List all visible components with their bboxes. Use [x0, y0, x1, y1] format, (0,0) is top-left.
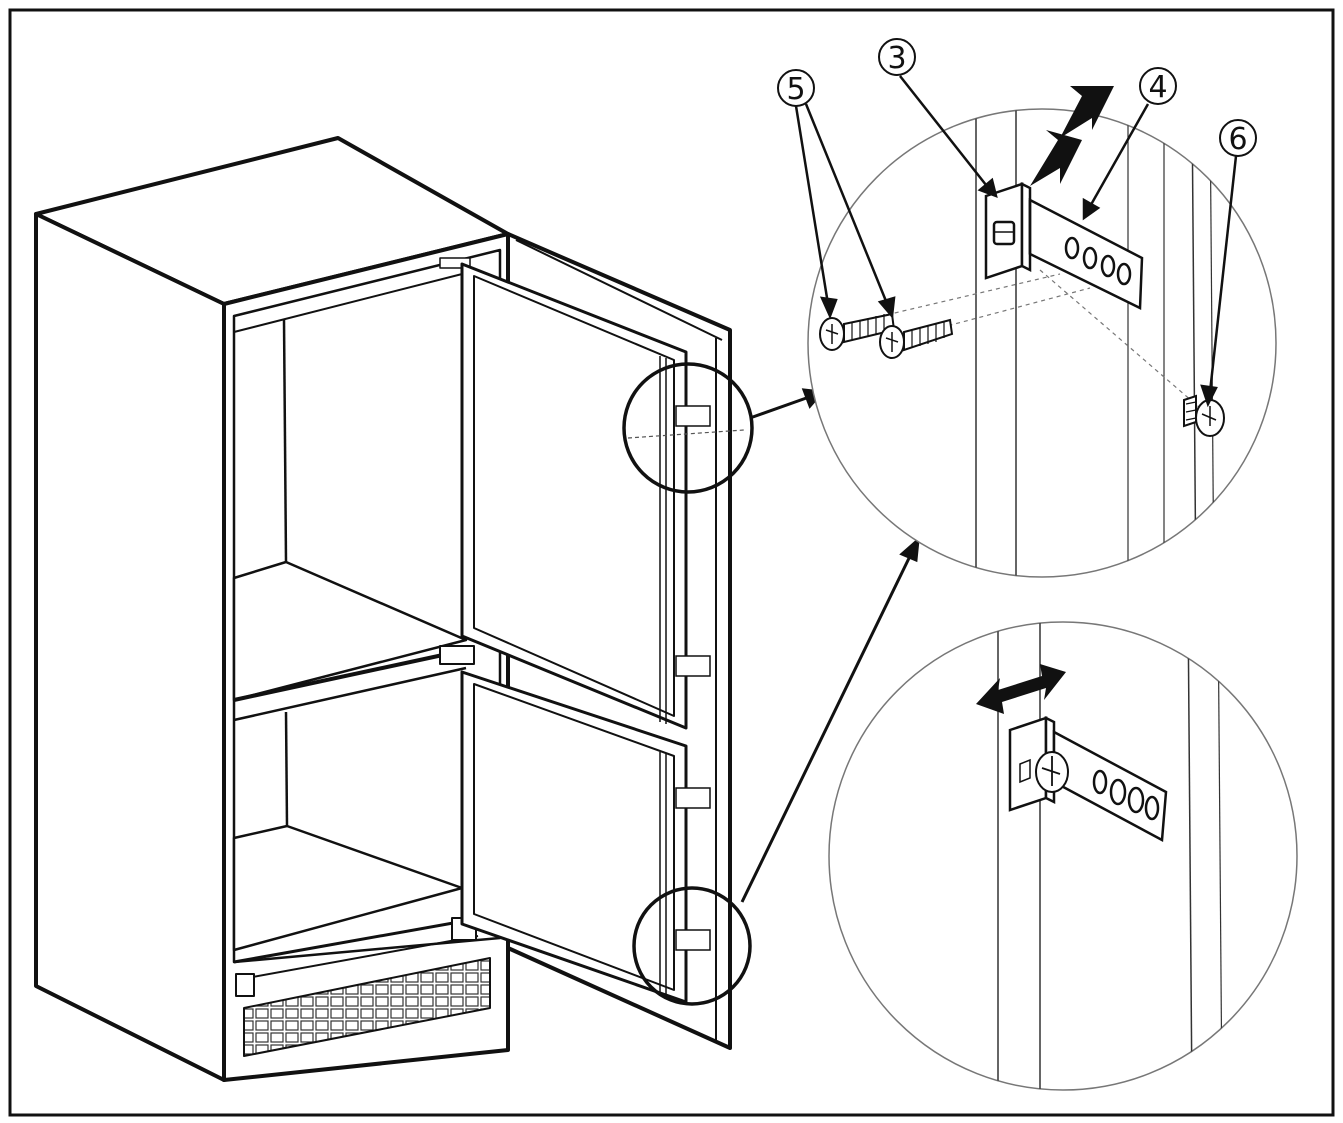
callout-6: 6 — [1219, 119, 1257, 157]
callout-3: 3 — [878, 38, 916, 76]
adjust-double-arrow — [976, 664, 1066, 714]
cabinet-left-side — [34, 212, 226, 1082]
svg-text:5: 5 — [786, 72, 805, 107]
lower-hinge-left — [235, 973, 255, 997]
svg-text:4: 4 — [1148, 70, 1167, 105]
svg-text:6: 6 — [1228, 122, 1247, 157]
middle-hinge — [439, 645, 475, 665]
interior-back-edge — [282, 319, 288, 563]
door-brackets — [675, 405, 711, 951]
detail-view-bottom — [828, 621, 1298, 1091]
screw-part-6 — [1183, 394, 1225, 437]
detail-circle-top — [622, 362, 754, 494]
cabinet — [34, 136, 510, 1082]
callout-5: 5 — [777, 69, 815, 107]
bracket-part-3 — [984, 181, 1032, 280]
svg-text:3: 3 — [887, 41, 906, 76]
top-hinge — [439, 257, 471, 269]
push-arrows — [1030, 86, 1114, 186]
callout-leaders — [794, 75, 1238, 408]
detail-circle-bottom — [632, 886, 752, 1006]
screws-part-5 — [819, 312, 954, 359]
interior-shelf — [232, 560, 468, 702]
ventilation-grill — [243, 957, 491, 1057]
adjust-screw — [1035, 751, 1069, 793]
outer-frame — [8, 8, 1335, 1117]
detail-view-top — [807, 86, 1277, 578]
plate-part-4 — [1028, 197, 1144, 310]
callout-4: 4 — [1139, 67, 1177, 105]
upper-appliance-door — [460, 262, 688, 730]
